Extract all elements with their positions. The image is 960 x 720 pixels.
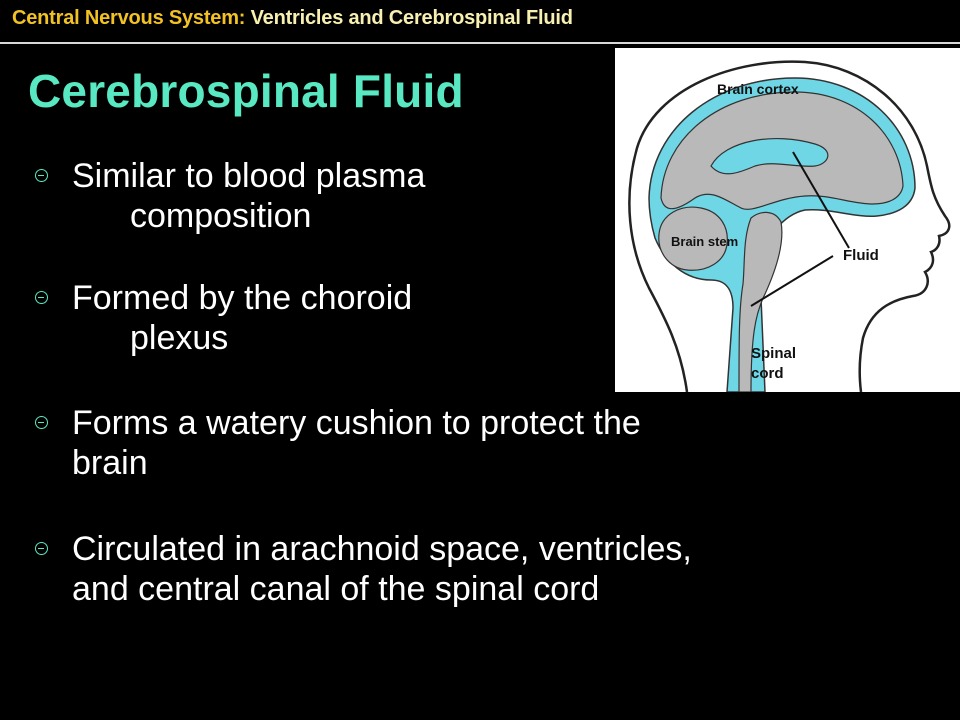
label-fluid: Fluid [843,247,879,264]
brain-diagram-svg: Brain cortex Brain stem Fluid Spinal cor… [628,60,951,392]
header-text: Central Nervous System: Ventricles and C… [12,7,573,30]
bullet-marker-icon [35,416,48,429]
bullet-line: brain [72,444,148,482]
header-topic: Ventricles and Cerebrospinal Fluid [245,7,573,29]
bullet-item: Forms a watery cushion to protect the br… [35,403,641,483]
bullet-line: composition [130,197,312,235]
label-spinal: Spinal [751,345,796,362]
bullet-line: plexus [130,319,229,357]
brain-diagram: Brain cortex Brain stem Fluid Spinal cor… [615,48,960,392]
fluid-pointer-line [792,151,850,249]
bullet-item: Similar to blood plasma composition [35,156,426,236]
label-cord: cord [751,365,784,382]
head-outline [628,60,951,392]
label-brain-stem: Brain stem [671,234,738,249]
header-section: Central Nervous System: [12,7,246,29]
bullet-marker-icon [35,169,48,182]
bullet-line: Formed by the choroid [72,279,413,317]
bullet-marker-icon [35,291,48,304]
bullet-line: Similar to blood plasma [72,157,426,195]
slide-header: Central Nervous System: Ventricles and C… [0,0,960,44]
bullet-item: Circulated in arachnoid space, ventricle… [35,529,692,609]
cerebellum-shape [658,206,728,271]
brain-stem-shape [738,211,783,392]
label-brain-cortex: Brain cortex [717,81,799,97]
bullet-marker-icon [35,542,48,555]
bullet-item: Formed by the choroid plexus [35,278,413,358]
bullet-line: Circulated in arachnoid space, ventricle… [72,530,692,568]
bullet-line: Forms a watery cushion to protect the [72,404,641,442]
bullet-line: and central canal of the spinal cord [72,570,600,608]
fluid-pointer-line [750,255,834,307]
ventricle-shape [710,137,829,175]
slide-title: Cerebrospinal Fluid [28,65,464,117]
